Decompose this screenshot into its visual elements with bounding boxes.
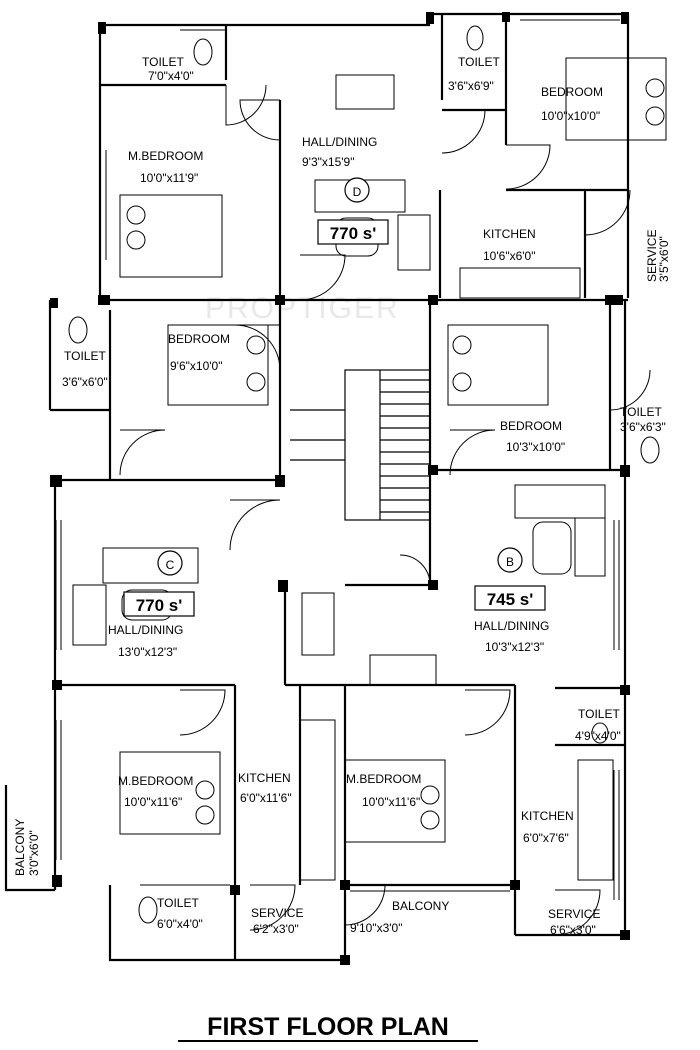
room-size: 10'3"x12'3" <box>485 640 544 654</box>
room-name: TOILET <box>578 707 620 721</box>
beds <box>119 57 667 843</box>
room-name: M.BEDROOM <box>118 774 193 788</box>
unit-b-marker: B 745 s' <box>474 547 546 611</box>
furniture <box>72 74 614 881</box>
room-size: 9'6"x10'0" <box>170 359 222 373</box>
bed-icon <box>119 751 221 835</box>
room-size: 7'0"x4'0" <box>148 69 194 83</box>
room-name: M.BEDROOM <box>346 772 421 786</box>
unit-letter: C <box>166 558 175 572</box>
unit-c-marker: C 770 s' <box>123 550 195 617</box>
sofa-icon <box>102 547 199 584</box>
room-name: BALCONY <box>13 819 27 876</box>
room-name: SERVICE <box>548 907 600 921</box>
unit-area: 745 s' <box>487 590 534 609</box>
unit-letter: B <box>506 555 514 569</box>
bed-icon <box>119 194 223 278</box>
room-name: M.BEDROOM <box>128 149 203 163</box>
room-size: 10'0"x10'0" <box>541 109 600 123</box>
room-name: BEDROOM <box>168 332 230 346</box>
kitchen-counter-icon <box>577 759 614 881</box>
room-size: 6'2"x3'0" <box>253 922 299 936</box>
room-name: BEDROOM <box>541 85 603 99</box>
toilet-fixtures <box>68 25 660 924</box>
room-size: 6'0"x4'0" <box>157 917 203 931</box>
room-name: HALL/DINING <box>302 135 377 149</box>
staircase <box>290 369 431 521</box>
room-size: 10'0"x11'6" <box>124 795 182 809</box>
unit-d-marker: D 770 s' <box>317 177 389 245</box>
kitchen-counter-icon <box>301 592 335 656</box>
bed-icon <box>344 759 446 843</box>
bed-icon <box>167 324 269 406</box>
room-size: 6'0"x7'6" <box>523 831 569 845</box>
watermark: PROPTIGER <box>205 292 400 325</box>
pillars <box>50 12 630 965</box>
room-name: TOILET <box>458 55 500 69</box>
room-size: 10'3"x10'0" <box>506 440 565 454</box>
table-icon <box>532 521 572 575</box>
room-size: 10'0"x11'9" <box>140 171 198 185</box>
room-name: BEDROOM <box>500 419 562 433</box>
room-size: 4'9"x4'0" <box>575 729 621 743</box>
bed-icon <box>565 57 667 141</box>
sofa-icon <box>397 214 431 271</box>
room-name: BALCONY <box>392 899 449 913</box>
room-size: 3'6"x6'0" <box>62 375 108 389</box>
room-name: HALL/DINING <box>108 623 183 637</box>
room-name: KITCHEN <box>238 771 291 785</box>
room-size: 3'6"x6'9" <box>448 79 494 93</box>
kitchen-counter-icon <box>459 267 581 299</box>
unit-area: 770 s' <box>330 224 377 243</box>
room-size: 6'0"x11'6" <box>240 791 292 805</box>
room-name: SERVICE <box>251 906 303 920</box>
room-size: 3'6"x6'3" <box>620 420 666 434</box>
sofa-icon <box>514 484 606 519</box>
room-size: 3'5"x6'0" <box>657 236 671 282</box>
room-size: 10'6"x6'0" <box>483 249 535 263</box>
room-name: TOILET <box>142 55 184 69</box>
room-labels: TOILET 7'0"x4'0" TOILET 3'6"x6'9" BEDROO… <box>13 55 671 937</box>
room-name: HALL/DINING <box>474 619 549 633</box>
room-size: 10'0"x11'6" <box>362 795 420 809</box>
dining-table-icon <box>369 654 437 686</box>
room-size: 9'10"x3'0" <box>350 921 402 935</box>
room-size: 6'6"x3'0" <box>550 923 596 937</box>
room-name: KITCHEN <box>483 227 536 241</box>
room-size: 13'0"x12'3" <box>118 645 177 659</box>
kitchen-counter-icon <box>299 719 336 881</box>
room-size: 3'0"x6'0" <box>27 830 41 876</box>
sofa-icon <box>574 517 606 577</box>
sofa-icon <box>72 584 107 646</box>
windows <box>55 19 620 900</box>
bed-icon <box>447 324 549 406</box>
plan-title: FIRST FLOOR PLAN <box>207 1013 449 1041</box>
room-name: TOILET <box>620 405 662 419</box>
room-name: KITCHEN <box>521 809 574 823</box>
room-name: TOILET <box>157 896 199 910</box>
room-name: TOILET <box>64 349 106 363</box>
dining-table-icon <box>335 74 395 110</box>
room-size: 9'3"x15'9" <box>302 155 354 169</box>
unit-letter: D <box>353 185 362 199</box>
room-name: SERVICE <box>645 230 659 282</box>
unit-area: 770 s' <box>136 596 183 615</box>
